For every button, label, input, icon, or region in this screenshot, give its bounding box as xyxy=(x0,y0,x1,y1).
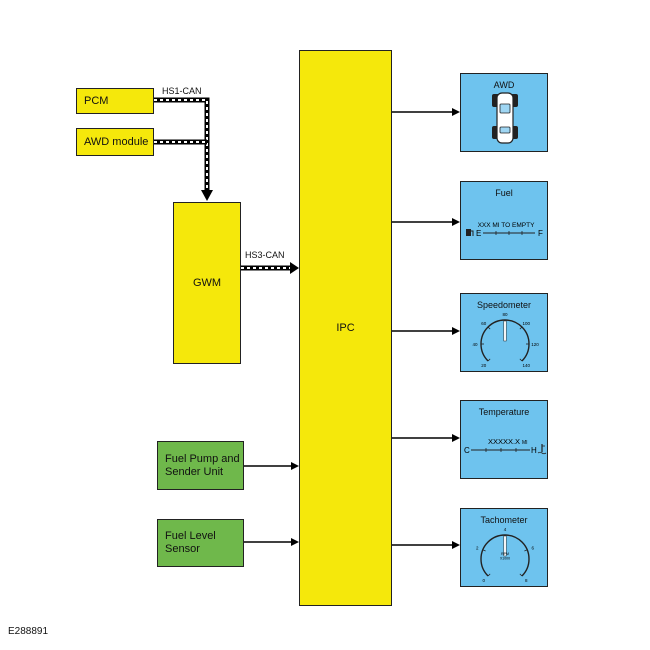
speedometer-tick-label: 80 xyxy=(502,312,508,317)
figure-id: E288891 xyxy=(8,626,49,637)
gwm-module: GWM xyxy=(173,202,241,364)
fuel-pump-label: Fuel Pump and Sender Unit xyxy=(165,452,240,478)
fuel-empty-label: E xyxy=(476,229,481,238)
tachometer-title: Tachometer xyxy=(480,515,528,525)
speedometer-tick xyxy=(519,358,523,362)
pcm-label: PCM xyxy=(84,94,109,107)
temperature-unit: MI xyxy=(522,440,528,446)
temperature-display: Temperature XXXXX.X MI C H xyxy=(460,400,548,479)
speedometer-tick-label: 120 xyxy=(531,342,539,347)
speedometer-tick xyxy=(519,326,523,330)
gwm-label: GWM xyxy=(192,276,222,289)
tachometer-tick xyxy=(524,549,528,552)
pcm-module: PCM xyxy=(76,88,154,114)
awd-title: AWD xyxy=(493,80,515,90)
fuel-level-label: Fuel Level Sensor xyxy=(165,530,216,555)
coolant-thermometer-icon xyxy=(537,444,547,455)
fuel-display: Fuel XXX MI TO EMPTY E F xyxy=(460,181,548,260)
speedometer-display: Speedometer 20 40 60 80 100 120 140 xyxy=(460,293,548,372)
hs1-can-bus xyxy=(154,97,213,201)
tachometer-needle xyxy=(503,535,507,557)
tachometer-tick xyxy=(519,573,523,577)
temperature-readout: XXXXX.X xyxy=(488,437,520,446)
speedometer-tick-label: 60 xyxy=(481,321,487,326)
tachometer-tick xyxy=(487,573,491,577)
speedometer-dial: 20 40 60 80 100 120 140 xyxy=(472,312,539,368)
tachometer-tick-label: 2 xyxy=(476,546,479,551)
tachometer-tick xyxy=(482,549,486,552)
fuel-pump-sender-unit: Fuel Pump and Sender Unit xyxy=(157,441,244,490)
awd-module: AWD module xyxy=(76,128,154,156)
speedometer-tick-label: 20 xyxy=(481,363,487,368)
tachometer-tick-label: 4 xyxy=(504,527,507,532)
ipc-label: IPC xyxy=(336,321,355,334)
speedometer-tick-label: 100 xyxy=(522,321,530,326)
hs3-can-bus xyxy=(241,262,299,274)
temperature-hot-label: H xyxy=(531,446,537,455)
speedometer-tick xyxy=(487,326,491,330)
speedometer-needle xyxy=(503,320,507,342)
temperature-cold-label: C xyxy=(464,446,470,455)
fuel-readout: XXX MI TO EMPTY xyxy=(478,222,535,229)
hs3-arrowhead xyxy=(290,262,299,274)
tachometer-unit-label: RPM xyxy=(501,552,509,556)
hs1-arrowhead xyxy=(201,190,213,201)
ipc-module: IPC xyxy=(299,50,392,606)
awd-module-label: AWD module xyxy=(84,135,149,148)
fuel-pump-icon xyxy=(466,229,474,236)
fuel-full-label: F xyxy=(538,229,543,238)
speedometer-tick xyxy=(487,358,491,362)
temperature-title: Temperature xyxy=(478,407,530,417)
awd-display: AWD xyxy=(460,73,548,152)
awd-vehicle-icon xyxy=(492,92,518,144)
hs1-can-label: HS1-CAN xyxy=(162,86,202,96)
tachometer-tick-label: 6 xyxy=(531,546,534,551)
tachometer-unit-label: X1000 xyxy=(500,557,510,561)
speedometer-tick-label: 140 xyxy=(522,363,530,368)
hs3-can-label: HS3-CAN xyxy=(245,250,285,260)
fuel-title: Fuel xyxy=(495,188,513,198)
fuel-level-sensor: Fuel Level Sensor xyxy=(157,519,244,567)
speedometer-title: Speedometer xyxy=(476,300,532,310)
tachometer-tick-label: 0 xyxy=(483,578,486,583)
speedometer-tick-label: 40 xyxy=(472,342,478,347)
tachometer-tick-label: 8 xyxy=(525,578,528,583)
